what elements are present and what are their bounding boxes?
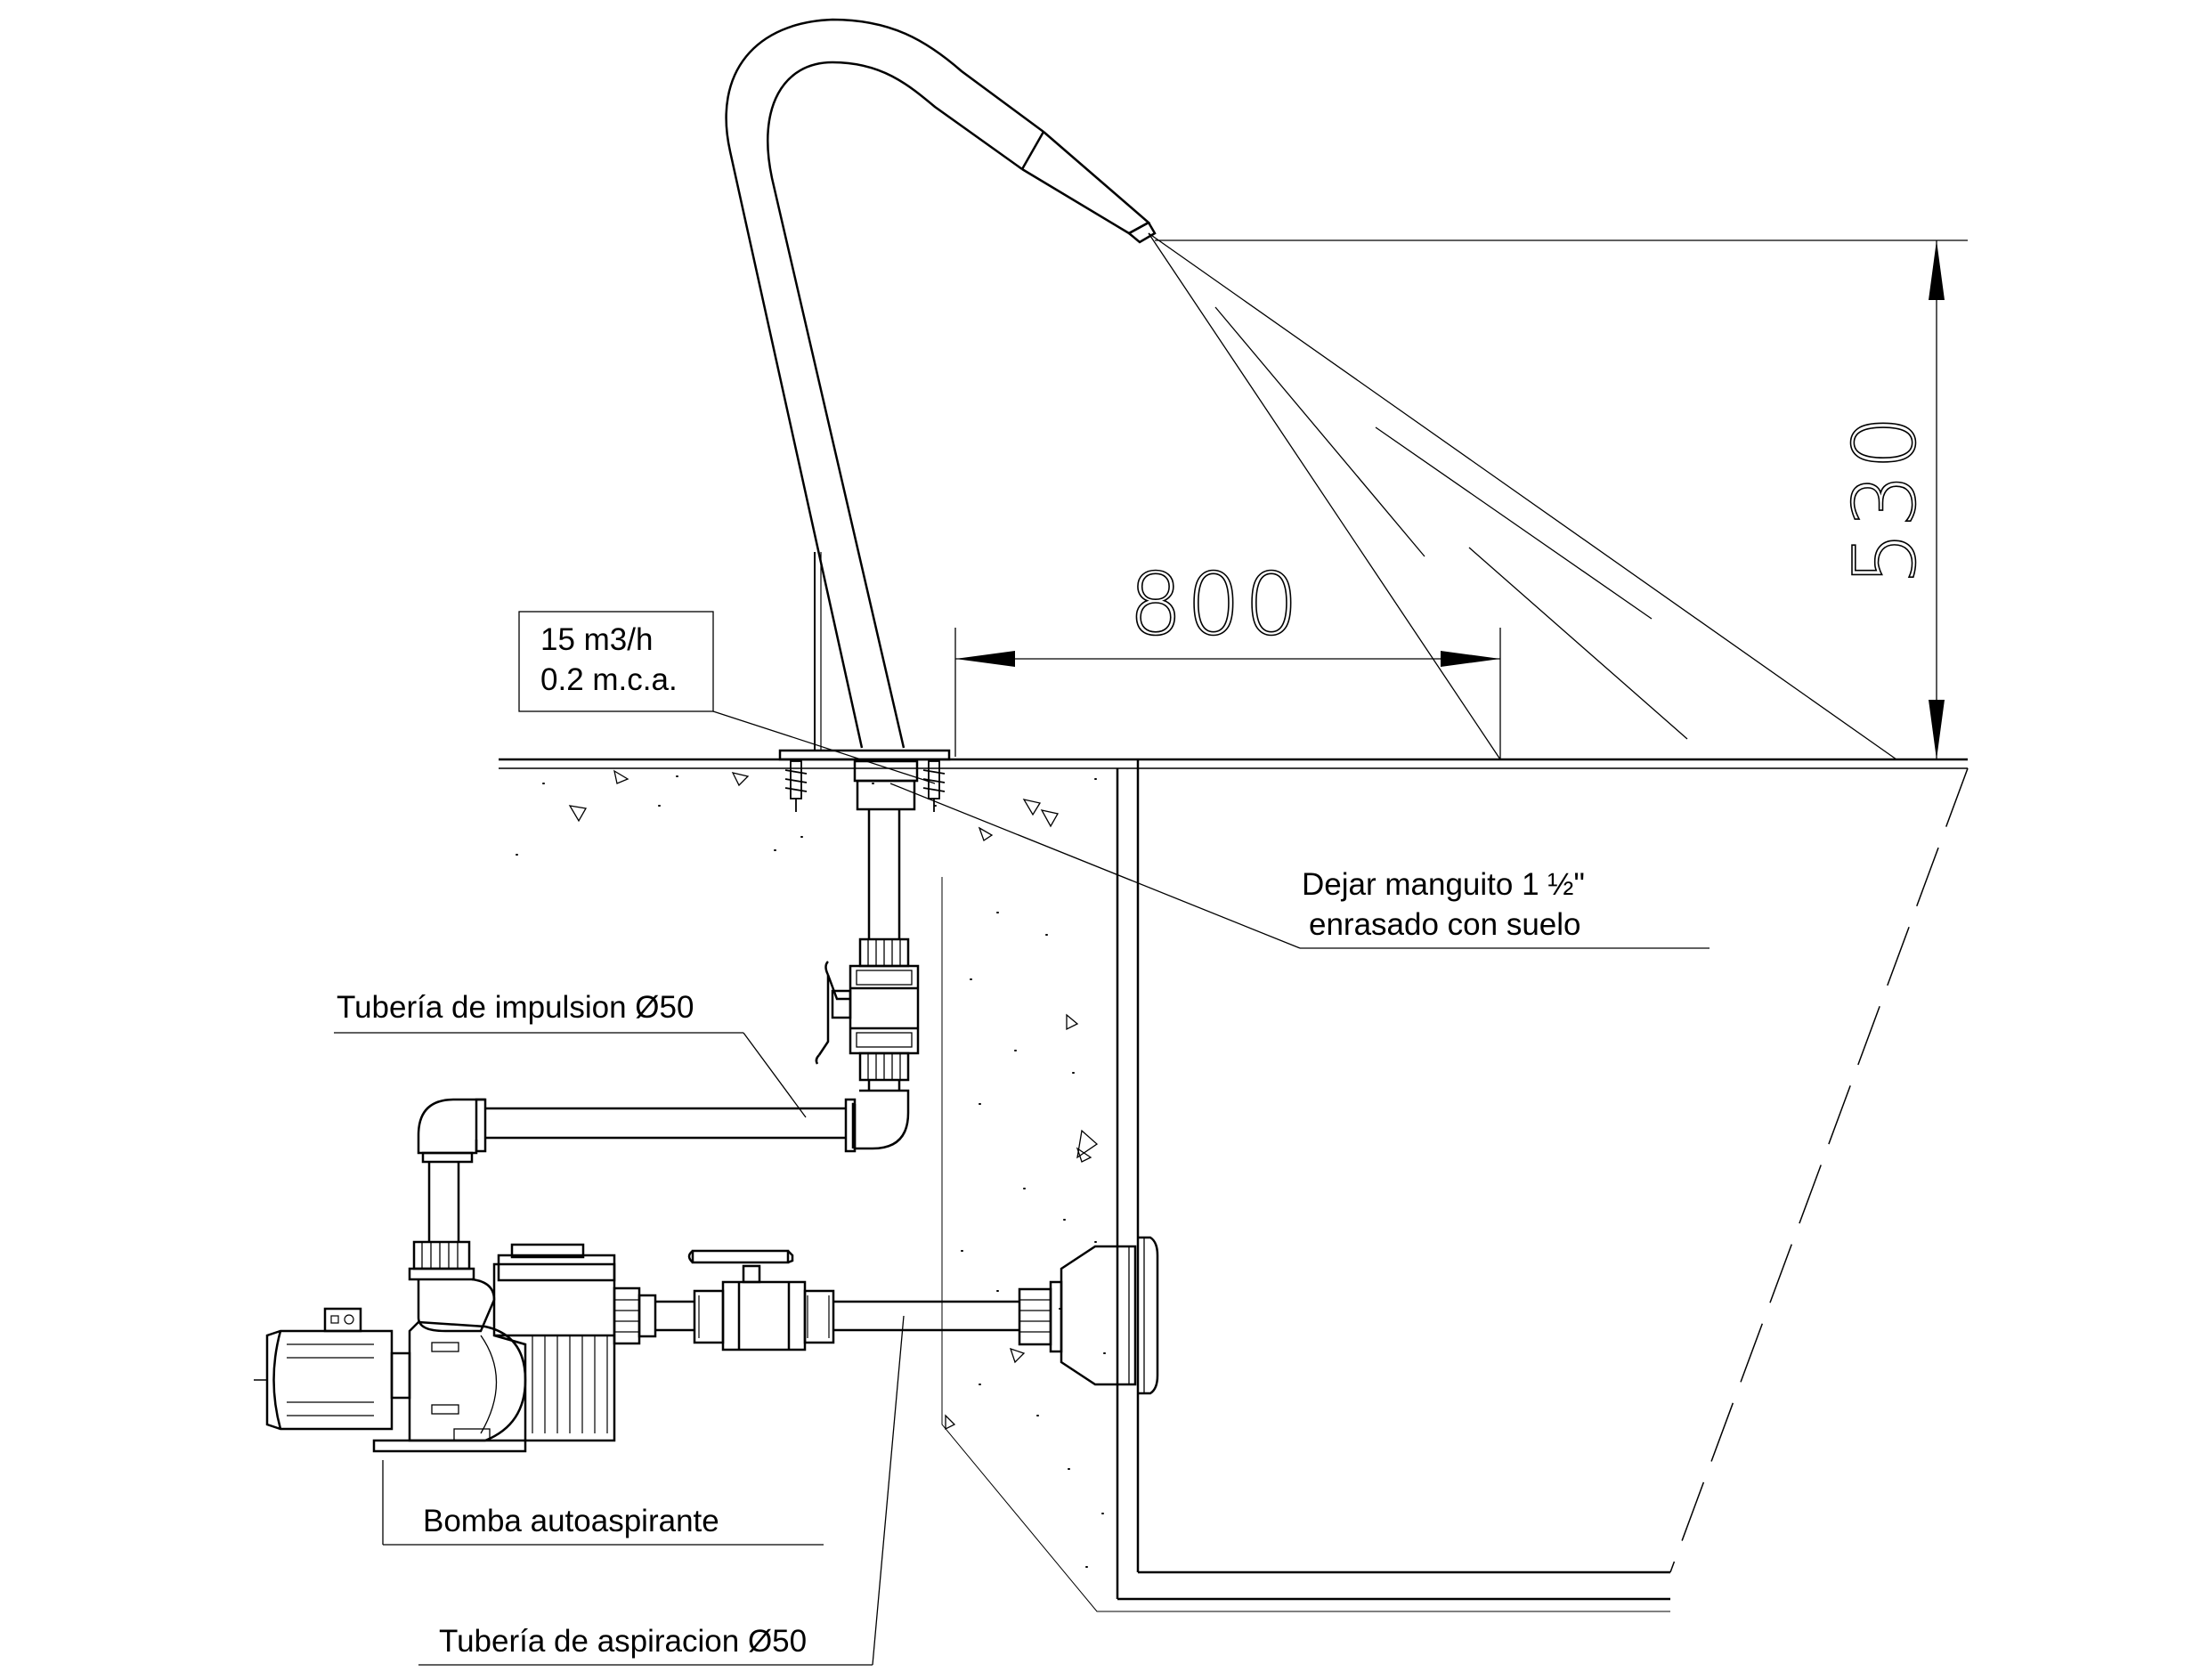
- pressure-label: 0.2 m.c.a.: [540, 662, 678, 697]
- discharge-pipe-label: Tubería de impulsion Ø50: [337, 990, 694, 1025]
- flow-rate-label: 15 m3/h: [540, 622, 653, 657]
- suction-piping: [655, 1236, 1159, 1395]
- pump-label: Bomba autoaspirante: [423, 1504, 719, 1538]
- sleeve-label-line1: Dejar manguito 1 ½": [1302, 867, 1585, 902]
- gooseneck-spout: [725, 18, 1157, 761]
- callouts: [334, 611, 1710, 1666]
- dimension-lines: [954, 239, 1968, 759]
- pool-structure: [499, 758, 1969, 1612]
- sleeve-label-line2: enrasado con suelo: [1309, 907, 1581, 942]
- dimension-horizontal: 800: [1128, 555, 1302, 654]
- pump: [254, 1243, 657, 1453]
- dimension-height: 530: [1835, 411, 1935, 585]
- suction-pipe-label: Tubería de aspiracion Ø50: [439, 1624, 807, 1659]
- concrete-texture: [516, 769, 1106, 1568]
- water-jet: [1148, 232, 1897, 760]
- discharge-piping: [408, 759, 920, 1281]
